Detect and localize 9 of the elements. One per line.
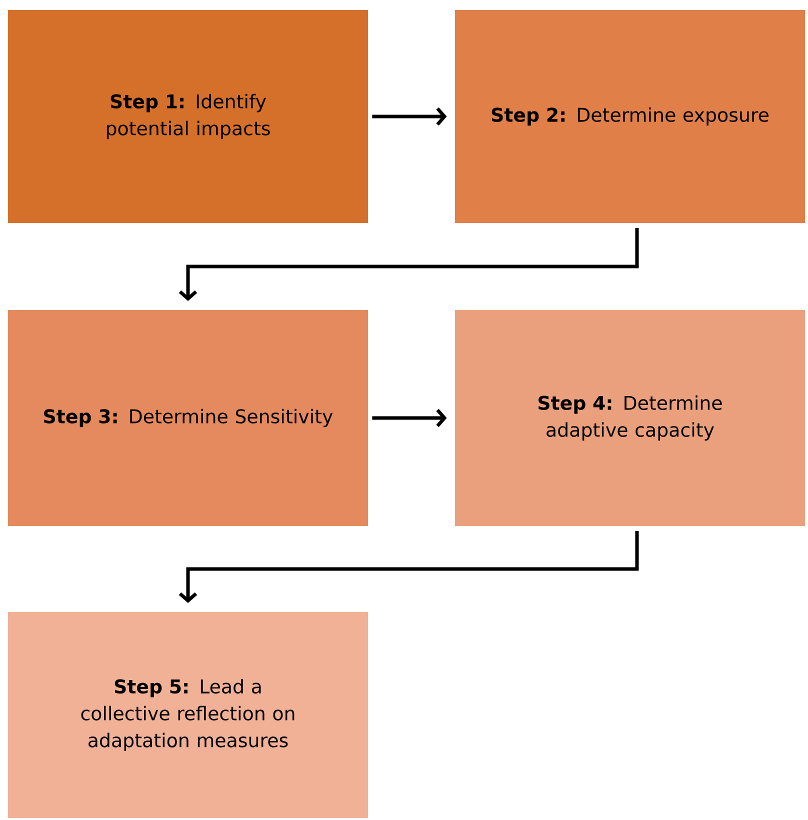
arrow (372, 408, 447, 428)
arrow (178, 531, 639, 603)
arrow (372, 107, 447, 126)
step-box: Step 2: Determine exposure (455, 10, 805, 223)
step-box: Step 5: Lead a collective reflection on adaptation measures (8, 612, 368, 818)
step-box: Step 4: Determine adaptive capacity (455, 310, 805, 526)
step-box: Step 1: Identify potential impacts (8, 10, 368, 223)
step-box: Step 3: Determine Sensitivity (8, 310, 368, 526)
arrow (178, 228, 639, 301)
